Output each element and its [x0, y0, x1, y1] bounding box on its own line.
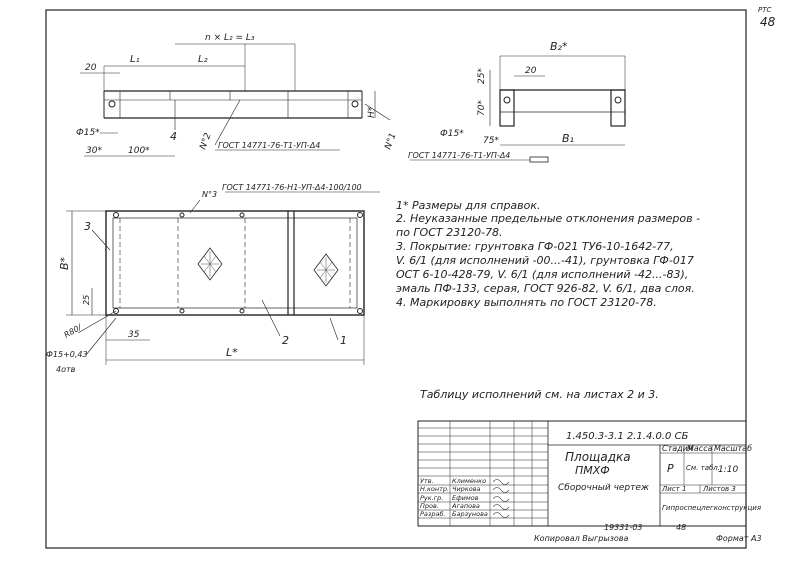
- section-dim-25: 25*: [477, 68, 487, 84]
- note-line: 4. Маркировку выполнять по ГОСТ 23120-78…: [396, 296, 657, 309]
- note-line: 1* Размеры для справок.: [396, 199, 541, 212]
- section-dim-phi15: Ф15*: [440, 129, 464, 139]
- title-name-1: Площадка: [565, 450, 631, 464]
- top-dim-20: 20: [85, 63, 97, 73]
- plan-label-2: 2: [282, 334, 289, 347]
- sheets-value: Листов 3: [702, 485, 736, 493]
- notes: 1* Размеры для справок. 2. Неуказанные п…: [396, 199, 700, 309]
- plan-dim-phi: Ф15+0,43: [46, 350, 88, 359]
- role-name: Барзунова: [452, 510, 488, 518]
- stage-value: Р: [667, 462, 674, 475]
- title-name-2: ПМХФ: [575, 464, 610, 477]
- mesh-diamond-right: [313, 253, 339, 287]
- top-dim-l1: L₁: [130, 54, 140, 65]
- role-name: Ефимов: [452, 494, 479, 502]
- top-view: 20 L₁ L₂ n × L₂ = L₃ 4 N°2 N°1 H* Ф15* 3…: [76, 33, 399, 157]
- top-dim-h: H*: [367, 106, 377, 118]
- footer-copied: Копировал Выгрызова: [534, 534, 629, 543]
- section-dim-70: 70*: [477, 100, 487, 116]
- top-dim-l2: L₂: [198, 54, 208, 65]
- footer-format: Формат А3: [716, 534, 762, 543]
- section-dim-b2: B₂*: [550, 40, 568, 53]
- table-reference: Таблицу исполнений см. на листах 2 и 3.: [420, 388, 659, 401]
- plan-label-3: 3: [84, 220, 91, 233]
- mass-value: См. табл.: [686, 464, 720, 472]
- plan-label-n3: N°3: [202, 190, 217, 199]
- plan-label-1: 1: [340, 334, 347, 347]
- plan-gost: ГОСТ 14771-76-Н1-УП-Δ4-100/100: [222, 183, 362, 192]
- scale-value: 1:10: [718, 465, 738, 475]
- sheet-value: Лист 1: [661, 485, 686, 493]
- role-name: Клименко: [452, 477, 486, 485]
- role-name: Чиркова: [452, 485, 481, 493]
- section-view: B₂* 20 25* 70* Ф15* 75* B₁ ГОСТ 14771-76…: [408, 40, 626, 163]
- section-dim-75: 75*: [483, 136, 499, 146]
- top-dim-100: 100*: [128, 146, 150, 156]
- signature: [492, 496, 510, 502]
- signature: [492, 512, 510, 518]
- plan-dim-4otv: 4отв: [56, 365, 76, 374]
- role-label: Пров.: [420, 502, 439, 510]
- page-mark: РТС: [758, 6, 771, 14]
- signature: [492, 487, 510, 493]
- col-scale: Масштаб: [714, 444, 752, 453]
- top-dim-30: 30*: [86, 146, 102, 156]
- note-line: 3. Покрытие: грунтовка ГФ-021 ТУ6-10-164…: [396, 240, 674, 253]
- section-gost: ГОСТ 14771-76-Т1-УП-Δ4: [408, 151, 510, 160]
- note-line: V. 6/1 (для исполнений -00...-41), грунт…: [396, 254, 694, 267]
- page-number: 48: [760, 15, 776, 29]
- plan-dim-l: L*: [226, 346, 238, 359]
- plan-dim-35: 35: [128, 330, 140, 340]
- footer-code: 19331-03: [604, 523, 643, 532]
- designation: 1.450.3-3.1 2.1.4.0.0 СБ: [566, 431, 689, 442]
- title-name-3: Сборочный чертеж: [558, 483, 650, 493]
- col-mass: Масса: [687, 444, 713, 453]
- top-gost: ГОСТ 14771-76-Т1-УП-Δ4: [218, 141, 320, 150]
- role-label: Рук.гр.: [420, 494, 443, 502]
- role-label: Разраб.: [420, 510, 446, 518]
- section-dim-b1: B₁: [562, 132, 574, 145]
- note-line: ОСТ 6-10-428-79, V. 6/1 (для исполнений …: [396, 268, 688, 281]
- sheet-frame: [45, 9, 747, 549]
- plan-view: N°3 ГОСТ 14771-76-Н1-УП-Δ4-100/100: [46, 183, 380, 374]
- mesh-diamond-left: [197, 247, 223, 281]
- role-label: Н.контр.: [420, 485, 449, 493]
- top-label-4: 4: [170, 130, 177, 143]
- note-line: эмаль ПФ-133, серая, ГОСТ 926-82, V. 6/1…: [396, 282, 695, 295]
- col-stage: Стадия: [662, 444, 693, 453]
- plan-dim-b: B*: [58, 256, 71, 270]
- footer-num: 48: [676, 523, 686, 532]
- section-dim-20: 20: [525, 66, 537, 76]
- role-name: Агапова: [451, 502, 480, 510]
- top-dim-nl2: n × L₂ = L₃: [205, 33, 255, 43]
- note-line: по ГОСТ 23120-78.: [396, 226, 503, 239]
- note-line: 2. Неуказанные предельные отклонения раз…: [396, 212, 700, 225]
- title-block: 1.450.3-3.1 2.1.4.0.0 СБ Площадка ПМХФ С…: [417, 420, 761, 527]
- org-name: Гипроспецлегконструкция: [662, 504, 761, 512]
- signature: [492, 479, 510, 485]
- plan-dim-25: 25: [82, 295, 91, 305]
- role-label: Утв.: [420, 477, 434, 485]
- signature: [492, 504, 510, 510]
- top-dim-phi15: Ф15*: [76, 128, 100, 138]
